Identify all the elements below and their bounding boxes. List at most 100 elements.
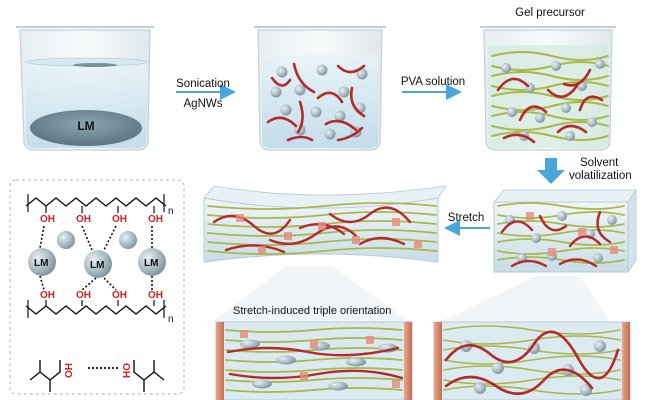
crystallite	[310, 340, 318, 348]
label-sonication: Sonication	[176, 78, 230, 90]
arrow-solvent	[537, 158, 565, 184]
polymer-backbone-top	[25, 197, 167, 207]
hydroxyl-bottom: OH	[40, 290, 55, 301]
crystallite	[526, 212, 534, 220]
silver-nanowire	[358, 236, 406, 246]
lm-droplet	[310, 106, 322, 118]
silver-nanowire	[292, 62, 316, 94]
pva-chain	[225, 327, 403, 333]
label-pva-solution: PVA solution	[400, 76, 466, 88]
label-volatilization: volatilization	[569, 170, 632, 182]
silver-nanowire	[496, 77, 530, 92]
silver-nanowire	[578, 95, 604, 112]
lm-droplet	[276, 66, 288, 78]
silver-nanowire	[502, 133, 536, 144]
pva-chain	[207, 229, 437, 237]
silver-nanowire	[558, 258, 598, 268]
silver-nanowire	[538, 214, 568, 232]
hydrogen-bond	[103, 277, 117, 291]
silver-nanowire	[596, 210, 612, 244]
crystallite	[284, 232, 292, 240]
crystallite	[300, 372, 308, 380]
silver-nanowire	[328, 206, 412, 224]
silver-nanowire	[266, 116, 298, 128]
pva-chain	[207, 238, 437, 246]
pva-chain	[491, 81, 609, 91]
hydroxyl-fragment-left: OH	[64, 363, 75, 378]
pva-chain	[443, 355, 621, 365]
crystallite	[352, 236, 360, 244]
silver-nanowire	[316, 91, 344, 104]
silver-nanowire	[546, 82, 580, 98]
crystallite	[318, 222, 326, 230]
pva-chain	[497, 202, 625, 210]
hydroxyl-bottom: OH	[148, 290, 163, 301]
lm-droplet	[356, 68, 368, 80]
lm-label: LM	[144, 258, 158, 269]
silver-nanowire	[212, 214, 292, 235]
hydrogen-bond	[39, 225, 45, 249]
crystallite	[414, 240, 422, 248]
zoom-cone-right	[440, 276, 610, 322]
hydroxyl-fragment-right: HO	[122, 363, 133, 378]
zoom-panel-aligned	[215, 321, 413, 400]
silver-nanowire	[444, 368, 594, 395]
hydroxyl-top: OH	[40, 214, 55, 225]
lm-droplet	[501, 63, 511, 73]
pva-chain	[207, 247, 437, 255]
lm-droplet	[474, 382, 486, 394]
silver-nanowire	[518, 105, 548, 122]
crystallite	[240, 330, 248, 338]
repeat-n-bottom: n	[168, 314, 174, 325]
silver-nanowire	[562, 68, 592, 87]
repeat-n-top: n	[168, 206, 174, 217]
pva-chain	[497, 247, 625, 255]
silver-nanowire	[510, 259, 548, 268]
lm-droplet	[57, 231, 75, 249]
hydroxyl-bottom: OH	[112, 290, 127, 301]
pva-chain	[443, 325, 621, 335]
dried-gel	[493, 188, 637, 274]
zoom-cone-left	[212, 266, 410, 322]
pva-chain	[491, 91, 609, 101]
lm-droplet	[551, 61, 561, 71]
crystallite	[258, 246, 266, 254]
label-stretch: Stretch	[447, 212, 485, 224]
lm-droplet	[119, 231, 137, 249]
silver-nanowire	[224, 244, 286, 254]
polymer-backbone-bottom	[25, 305, 167, 315]
lm-droplet	[270, 86, 282, 98]
pva-chain	[225, 387, 403, 393]
lm-droplet	[294, 84, 306, 96]
zoom-panel-random	[433, 321, 631, 400]
silver-nanowire	[324, 119, 358, 132]
pva-chain	[225, 367, 403, 373]
crystallite	[392, 380, 400, 388]
lm-droplet	[276, 355, 296, 365]
pva-chain	[491, 71, 609, 81]
pva-chain	[225, 377, 403, 383]
lm-label: LM	[90, 260, 104, 271]
lm-droplet	[84, 250, 112, 278]
silver-nanowire	[286, 135, 314, 142]
label-stretch-induced: Stretch-induced triple orientation	[233, 305, 392, 317]
pva-fragment-left	[29, 360, 61, 392]
silver-nanowire	[296, 100, 304, 134]
lm-droplet	[587, 117, 597, 127]
lm-droplet	[528, 342, 540, 354]
stretched-gel	[203, 185, 447, 263]
silver-nanowire	[500, 220, 534, 234]
pva-chain	[225, 347, 403, 353]
lm-droplet	[561, 103, 571, 113]
label-solvent: Solvent	[580, 157, 619, 169]
silver-nanowire	[336, 64, 366, 74]
chemistry-panel	[9, 179, 185, 395]
pva-fragment-right	[133, 360, 165, 392]
crystallite	[548, 248, 556, 256]
silver-nanowire	[568, 235, 602, 248]
label-lm-pool: LM	[77, 119, 95, 133]
hydroxyl-top: OH	[112, 214, 127, 225]
lm-droplet	[535, 113, 545, 123]
lm-droplet	[280, 104, 292, 116]
